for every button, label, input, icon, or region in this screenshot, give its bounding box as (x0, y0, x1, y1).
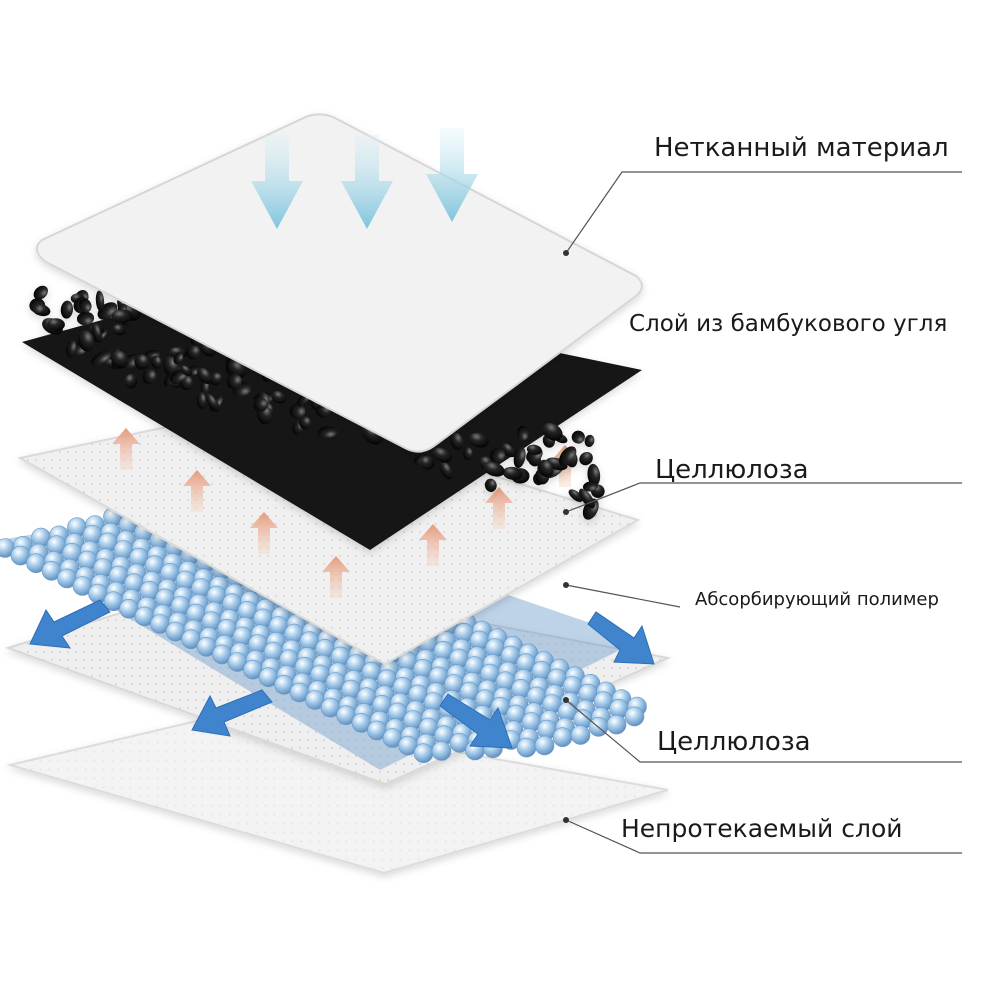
charcoal-pellet (542, 422, 563, 441)
label-leakproof: Непротекаемый слой (621, 814, 903, 843)
charcoal-pellet (516, 425, 530, 441)
charcoal-pellet (66, 339, 77, 358)
charcoal-pellet (579, 451, 593, 466)
charcoal-pellet (502, 466, 523, 480)
polymer-bead (570, 725, 591, 745)
spread-arrows (29, 599, 655, 749)
charcoal-pellet (124, 373, 138, 389)
charcoal-pellet (439, 461, 453, 480)
charcoal-pellet (526, 444, 542, 455)
polymer-bead (413, 743, 434, 764)
charcoal-pellet (513, 446, 526, 469)
leader-dots (563, 250, 569, 823)
charcoal-pellet (77, 330, 95, 352)
charcoal-pellet (90, 350, 112, 366)
charcoal-pellet (468, 432, 489, 448)
charcoal-pellet (271, 391, 286, 404)
charcoal-pellet (47, 318, 65, 331)
charcoal-pellet (490, 447, 506, 463)
charcoal-pellet (95, 290, 105, 312)
polymer-bead (516, 737, 537, 758)
charcoal-pellet (91, 322, 103, 343)
charcoal-pellet (582, 481, 598, 492)
charcoal-pellet (449, 432, 464, 450)
charcoal-pellet (463, 446, 473, 461)
charcoal-pellet (317, 426, 338, 439)
polymer-bead (606, 714, 627, 735)
label-bamboo-charcoal: Слой из бамбукового угля (629, 311, 948, 337)
charcoal-pellet (579, 488, 595, 509)
charcoal-pellet (209, 372, 223, 386)
charcoal-pellet (151, 355, 162, 369)
charcoal-pellet (33, 285, 48, 300)
polymer-bead (624, 706, 645, 727)
charcoal-pellet (196, 391, 207, 409)
charcoal-pellet (76, 311, 95, 326)
charcoal-pellet (253, 397, 268, 412)
charcoal-pellet (79, 298, 92, 313)
charcoal-pellet (484, 478, 497, 492)
charcoal-pellet (587, 463, 601, 487)
charcoal-pellet (60, 300, 74, 319)
charcoal-pellet (568, 489, 584, 502)
layer-nonwoven (35, 113, 643, 453)
charcoal-pellet (483, 462, 505, 477)
charcoal-pellet (432, 447, 453, 463)
charcoal-pellet (559, 446, 577, 467)
polymer-bead (552, 727, 573, 748)
charcoal-pellet (584, 434, 595, 447)
charcoal-pellet (173, 352, 184, 365)
label-nonwoven: Нетканный материал (654, 133, 949, 163)
polymer-bead (431, 741, 452, 761)
charcoal-pellet (142, 368, 157, 385)
charcoal-pellet (186, 344, 201, 360)
label-absorbent-polymer: Абсорбирующий полимер (695, 589, 939, 610)
charcoal-pellet (111, 309, 134, 324)
charcoal-pellet (299, 416, 312, 430)
label-cellulose-top: Целлюлоза (655, 455, 809, 485)
charcoal-pellet (197, 367, 213, 385)
charcoal-pellet (226, 373, 242, 390)
label-cellulose-bottom: Целлюлоза (657, 727, 811, 757)
charcoal-pellet (112, 324, 126, 336)
charcoal-pellet (420, 455, 435, 470)
upward-arrows (112, 428, 579, 598)
leader-lines (565, 171, 962, 854)
downward-arrows (251, 128, 478, 229)
charcoal-pellet (289, 403, 306, 420)
layer-leakproof (6, 710, 669, 875)
charcoal-pellet (110, 350, 129, 369)
charcoal-pellet (205, 393, 220, 412)
charcoal-pellet (180, 365, 193, 376)
charcoal-pellet (571, 430, 585, 444)
charcoal-pellet (134, 354, 150, 370)
charcoal-pellet (29, 298, 46, 313)
charcoal-pellet (538, 459, 554, 478)
polymer-bead (534, 735, 555, 756)
